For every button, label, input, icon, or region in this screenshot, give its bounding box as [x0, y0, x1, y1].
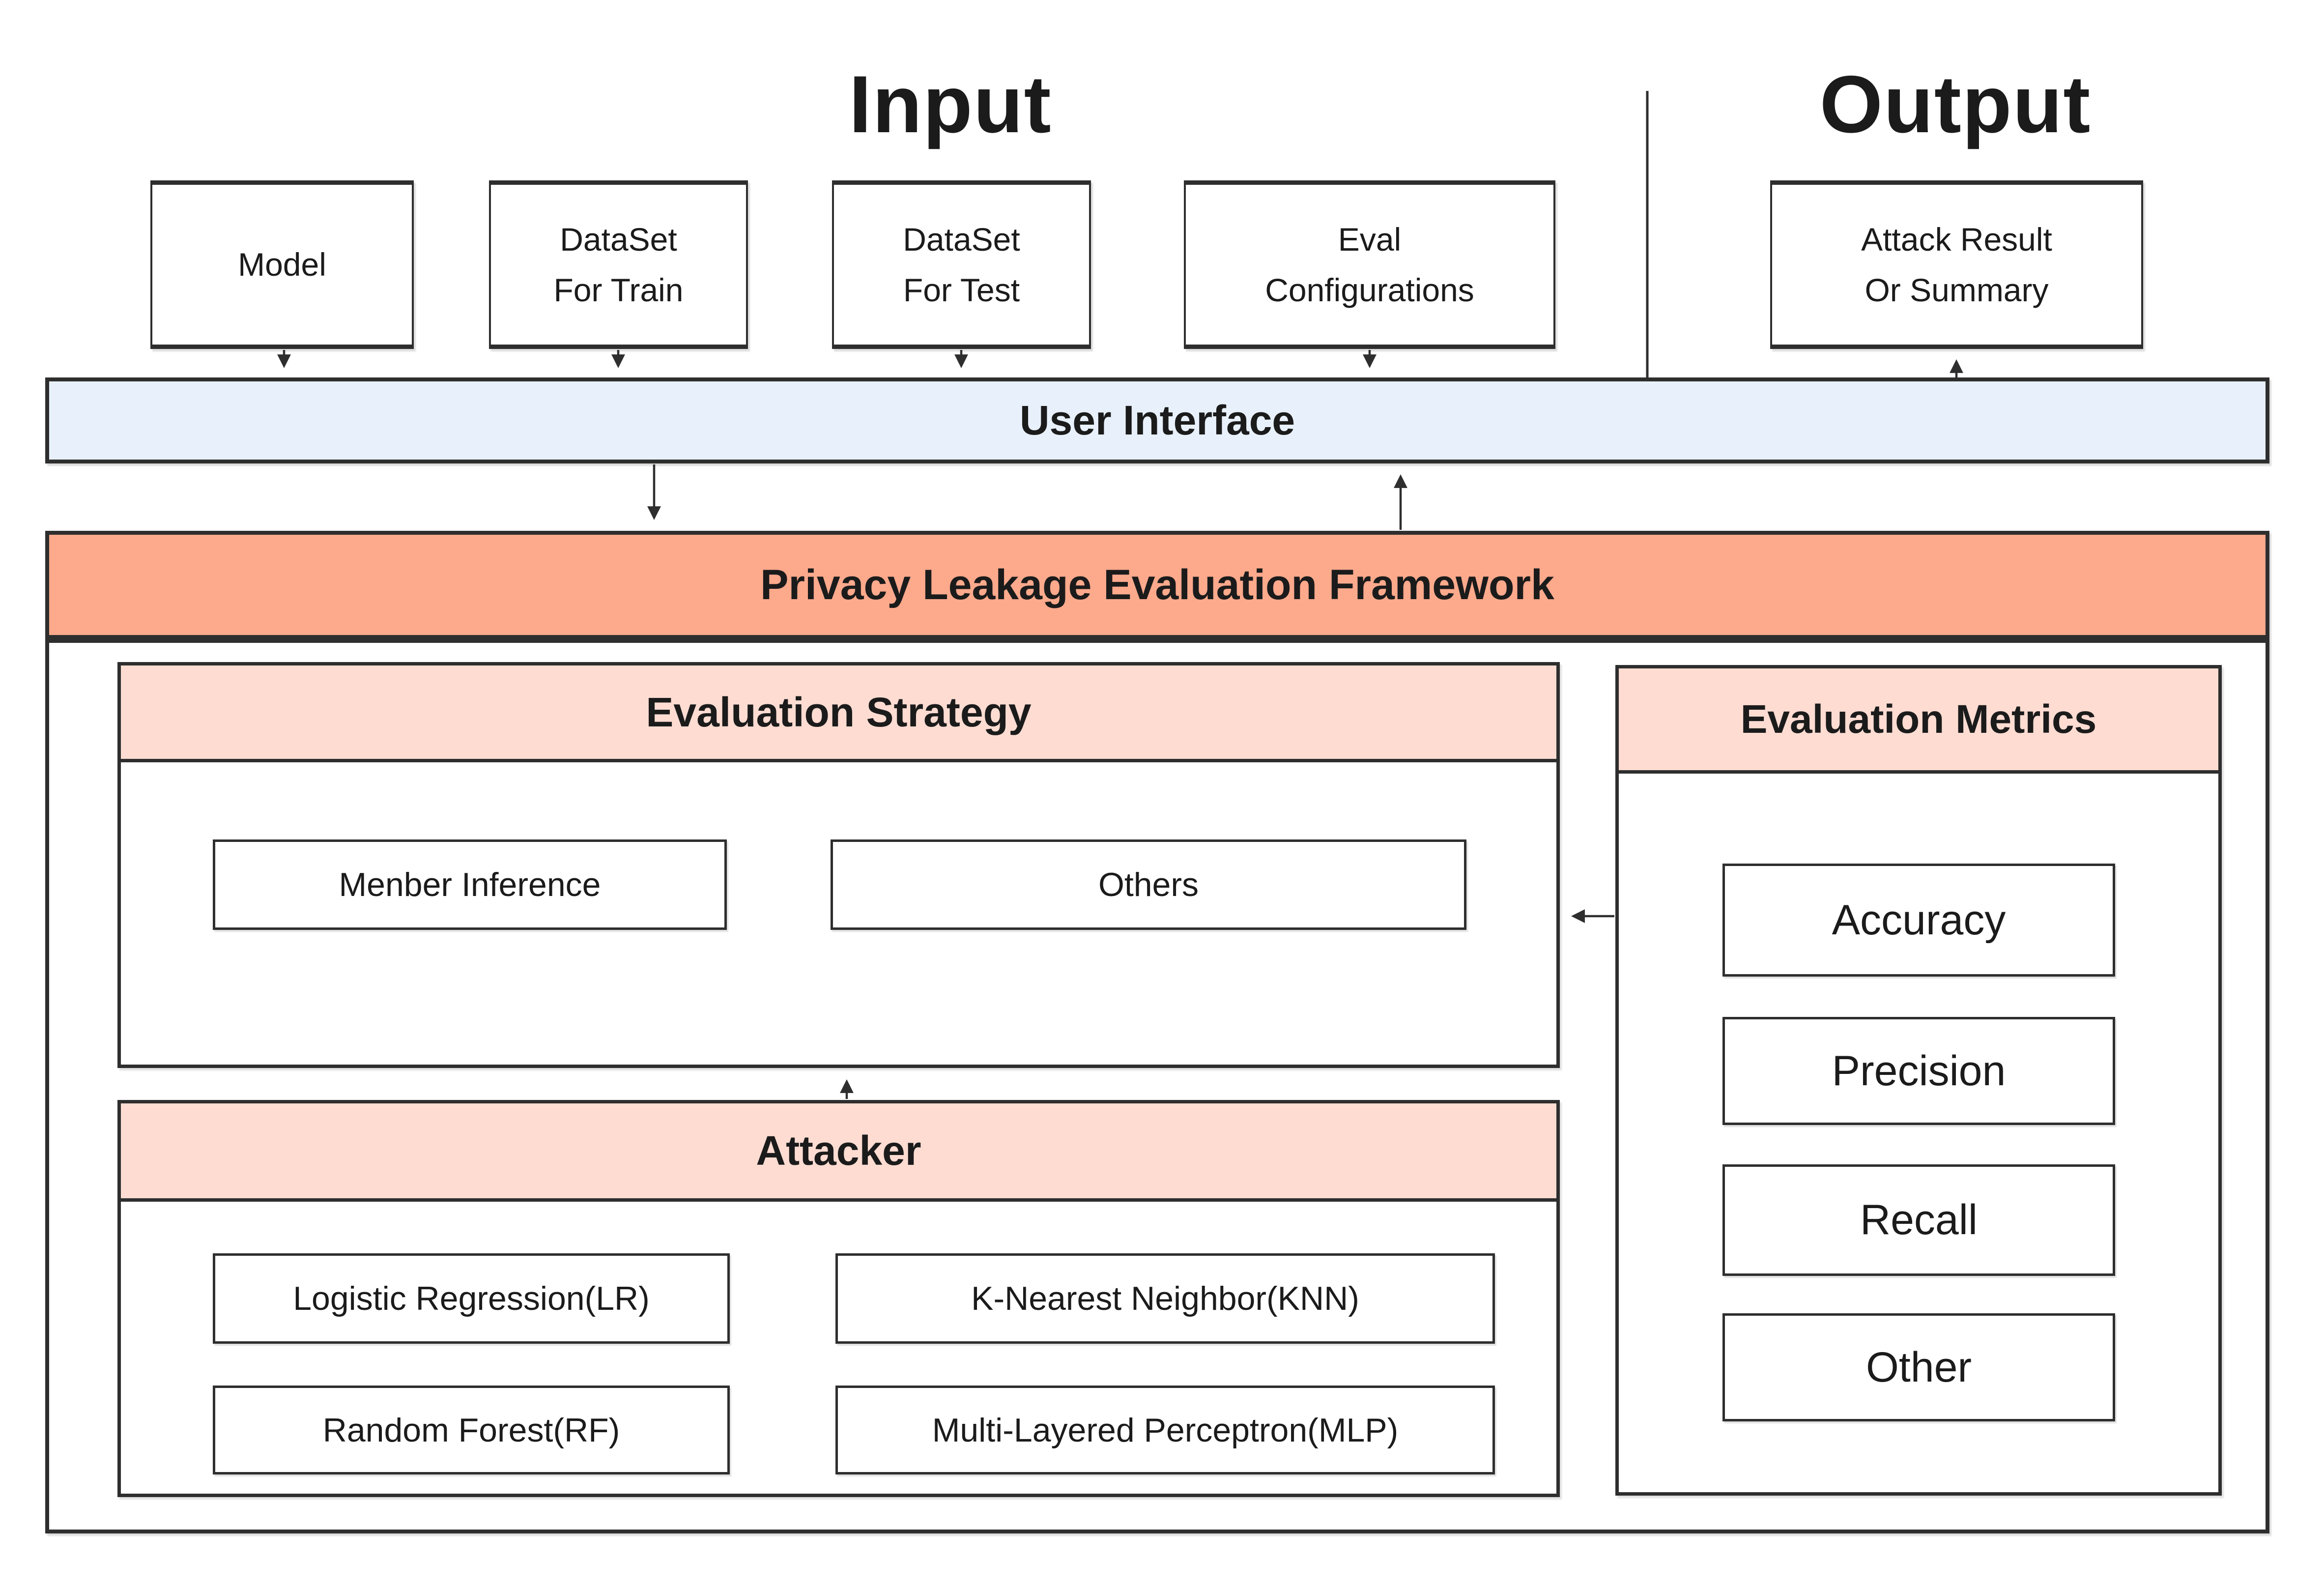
other-metric-label: Other	[1865, 1343, 1972, 1391]
model-box: Model	[150, 180, 414, 349]
user-interface-label: User Interface	[1019, 397, 1295, 443]
framework-title: Privacy Leakage Evaluation Framework	[760, 561, 1554, 608]
member-inference-box: Menber Inference	[213, 839, 727, 930]
other-metric-box: Other	[1722, 1313, 2115, 1421]
output-section-title: Output	[1819, 59, 2092, 149]
evaluation-metrics-title: Evaluation Metrics	[1740, 696, 2097, 742]
others-strategy-label: Others	[1098, 866, 1199, 903]
precision-label: Precision	[1832, 1047, 2006, 1095]
accuracy-label: Accuracy	[1832, 896, 2006, 944]
precision-box: Precision	[1722, 1017, 2115, 1125]
attacker-title: Attacker	[756, 1127, 921, 1174]
evaluation-strategy-header: Evaluation Strategy	[121, 665, 1556, 762]
random-forest-box: Random Forest(RF)	[213, 1386, 730, 1474]
eval-config-label: Eval Configurations	[1265, 221, 1474, 308]
logistic-regression-label: Logistic Regression(LR)	[293, 1280, 650, 1317]
eval-config-box: Eval Configurations	[1184, 180, 1555, 349]
dataset-test-label: DataSet For Test	[903, 221, 1020, 308]
user-interface-bar: User Interface	[45, 377, 2269, 463]
mlp-label: Multi-Layered Perceptron(MLP)	[932, 1411, 1399, 1449]
attack-result-label: Attack Result Or Summary	[1861, 221, 2052, 308]
mlp-box: Multi-Layered Perceptron(MLP)	[835, 1386, 1495, 1474]
evaluation-metrics-panel: Evaluation Metrics Accuracy Precision Re…	[1615, 665, 2222, 1496]
knn-label: K-Nearest Neighbor(KNN)	[971, 1280, 1359, 1317]
evaluation-strategy-title: Evaluation Strategy	[646, 689, 1032, 735]
others-strategy-box: Others	[831, 839, 1466, 930]
recall-box: Recall	[1722, 1164, 2115, 1276]
model-box-label: Model	[238, 246, 326, 283]
evaluation-strategy-panel: Evaluation Strategy Menber Inference Oth…	[117, 662, 1560, 1068]
attacker-panel: Attacker Logistic Regression(LR) K-Neare…	[117, 1100, 1560, 1497]
member-inference-label: Menber Inference	[339, 866, 601, 903]
attack-result-box: Attack Result Or Summary	[1770, 180, 2143, 349]
input-section-title: Input	[849, 59, 1052, 149]
attacker-header: Attacker	[121, 1103, 1556, 1202]
dataset-test-box: DataSet For Test	[832, 180, 1091, 349]
recall-label: Recall	[1860, 1196, 1978, 1243]
accuracy-box: Accuracy	[1722, 864, 2115, 977]
random-forest-label: Random Forest(RF)	[322, 1411, 620, 1449]
knn-box: K-Nearest Neighbor(KNN)	[835, 1253, 1495, 1344]
framework-header-bar: Privacy Leakage Evaluation Framework	[45, 531, 2269, 639]
dataset-train-label: DataSet For Train	[553, 221, 684, 308]
dataset-train-box: DataSet For Train	[489, 180, 748, 349]
evaluation-metrics-header: Evaluation Metrics	[1619, 668, 2218, 774]
logistic-regression-box: Logistic Regression(LR)	[213, 1253, 730, 1344]
